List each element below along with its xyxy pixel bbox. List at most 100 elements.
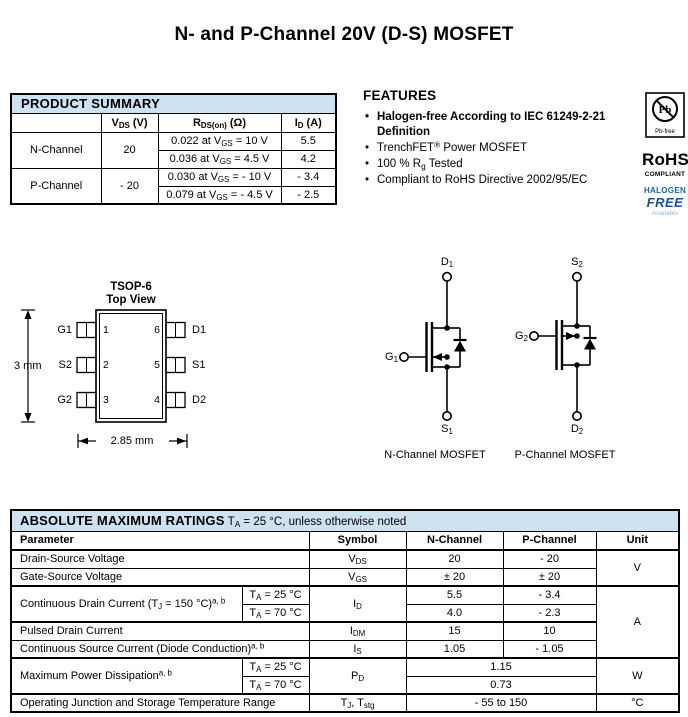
p-mosfet-symbol <box>528 271 597 422</box>
table-row: PRODUCT SUMMARY <box>10 93 337 114</box>
pd-value-70: 0.73 <box>405 675 597 695</box>
id-p-value-25: - 3.4 <box>502 585 597 605</box>
pin-label-g1: G1 <box>57 324 72 336</box>
tjstg-parameter: Operating Junction and Storage Temperatu… <box>10 693 310 713</box>
amr-band: ABSOLUTE MAXIMUM RATINGS TA = 25 °C, unl… <box>10 509 680 532</box>
vgs-p-value: ± 20 <box>502 567 597 587</box>
compliance-badges: Pb Pb-free RoHS COMPLIANT HALOGEN FREE A… <box>642 92 688 217</box>
package-diagram: TSOP-6 Top View G1 S2 G2 D1 S1 D2 1 2 3 … <box>10 278 230 453</box>
p-channel-rdson-1: 0.030 at VGS = - 10 V <box>157 167 282 187</box>
n-channel-label: N-Channel <box>10 131 102 169</box>
rohs-title: RoHS <box>642 150 688 169</box>
n-channel-schematic: D1 G1 S1 N-Channel MOSFET <box>370 252 500 467</box>
n-drain-terminal-label: D1 <box>440 256 454 269</box>
pin-label-s1: S1 <box>192 359 206 371</box>
halogen-line: HALOGEN <box>643 186 687 195</box>
p-channel-label: P-Channel <box>10 167 102 205</box>
p-channel-column-header: P-Channel <box>502 530 597 551</box>
table-row: Operating Junction and Storage Temperatu… <box>10 693 680 713</box>
vds-symbol: VDS <box>308 549 407 569</box>
halogen-free-line: FREE <box>646 195 684 210</box>
vds-n-value: 20 <box>405 549 504 569</box>
table-row: N-Channel 20 0.022 at VGS = 10 V 5.5 <box>10 131 337 169</box>
n-channel-rdson-1: 0.022 at VGS = 10 V <box>157 131 282 151</box>
package-title: TSOP-6 Top View <box>86 281 176 306</box>
pd-value-25: 1.15 <box>405 657 597 677</box>
pb-symbol: Pb <box>659 104 672 116</box>
pin-number-6: 6 <box>154 324 160 336</box>
feature-item: 100 % Rg Tested <box>363 157 631 172</box>
table-row: Continuous Drain Current (TJ = 150 °C)a,… <box>10 585 680 659</box>
n-channel-column-header: N-Channel <box>405 530 504 551</box>
n-channel-vds: 20 <box>100 131 159 169</box>
features-title: FEATURES <box>363 88 437 103</box>
id-column-header: ID (A) <box>280 112 337 133</box>
id-condition-25: TA = 25 °C <box>241 585 310 605</box>
is-symbol: IS <box>308 639 407 659</box>
pin-label-d2: D2 <box>192 394 207 406</box>
is-parameter: Continuous Source Current (Diode Conduct… <box>10 639 310 659</box>
table-row: Parameter Symbol N-Channel P-Channel Uni… <box>10 530 680 551</box>
product-summary-band: PRODUCT SUMMARY <box>10 93 337 114</box>
table-row: Maximum Power Dissipationa, b TA = 25 °C… <box>10 657 680 695</box>
n-source-terminal-label: S1 <box>441 423 453 436</box>
n-mosfet-symbol <box>398 271 467 422</box>
features-list: Halogen-free According to IEC 61249-2-21… <box>363 110 631 188</box>
tjstg-value: - 55 to 150 <box>405 693 597 713</box>
table-row: P-Channel - 20 0.030 at VGS = - 10 V - 3… <box>10 167 337 205</box>
id-condition-70: TA = 70 °C <box>241 603 310 623</box>
pin-number-5: 5 <box>154 359 160 371</box>
is-p-value: - 1.05 <box>502 639 597 659</box>
pin-number-4: 4 <box>154 394 160 406</box>
table-row: ABSOLUTE MAXIMUM RATINGS TA = 25 °C, unl… <box>10 509 680 532</box>
table-row: Gate-Source Voltage VGS ± 20 ± 20 <box>10 567 679 587</box>
amr-band-title: ABSOLUTE MAXIMUM RATINGS <box>20 513 225 529</box>
pin-label-d1: D1 <box>192 324 207 336</box>
idm-parameter: Pulsed Drain Current <box>10 621 310 641</box>
unit-column-header: Unit <box>595 530 680 551</box>
parameter-column-header: Parameter <box>10 530 310 551</box>
features-section: FEATURES Halogen-free According to IEC 6… <box>363 88 631 189</box>
vgs-n-value: ± 20 <box>405 567 504 587</box>
pd-symbol: PD <box>308 657 407 695</box>
table-row: Drain-Source Voltage VDS 20 - 20 V <box>10 549 680 587</box>
device-column-header <box>10 112 102 133</box>
table-row: Pulsed Drain Current IDM 15 10 <box>10 621 679 641</box>
n-channel-rdson-2: 0.036 at VGS = 4.5 V <box>157 149 282 169</box>
tjstg-symbol: TJ, Tstg <box>308 693 407 713</box>
p-channel-id-2: - 2.5 <box>280 185 337 205</box>
package-outline-drawing <box>21 309 188 448</box>
pin-label-s2: S2 <box>58 359 72 371</box>
product-summary-table: PRODUCT SUMMARY VDS (V) RDS(on) (Ω) ID (… <box>10 93 338 205</box>
rdson-column-header: RDS(on) (Ω) <box>157 112 282 133</box>
id-n-value-70: 4.0 <box>405 603 504 623</box>
p-schematic-caption: P-Channel MOSFET <box>514 449 616 461</box>
n-schematic-caption: N-Channel MOSFET <box>384 449 486 461</box>
p-gate-terminal-label: G2 <box>515 330 528 343</box>
idm-n-value: 15 <box>405 621 504 641</box>
pd-condition-70: TA = 70 °C <box>241 675 310 695</box>
table-row: 0.036 at VGS = 4.5 V 4.2 <box>11 149 337 169</box>
package-name: TSOP-6 <box>110 281 152 293</box>
n-channel-id-1: 5.5 <box>280 131 337 151</box>
pin-number-1: 1 <box>103 324 109 336</box>
p-drain-terminal-label: D2 <box>570 423 584 436</box>
table-row: TA = 70 °C 4.0 - 2.3 <box>11 603 679 623</box>
table-row: 0.079 at VGS = - 4.5 V - 2.5 <box>11 185 337 205</box>
pin-number-3: 3 <box>103 394 109 406</box>
table-row: Continuous Source Current (Diode Conduct… <box>10 639 679 659</box>
vds-parameter: Drain-Source Voltage <box>10 549 310 569</box>
page-title: N- and P-Channel 20V (D-S) MOSFET <box>174 24 514 45</box>
id-parameter: Continuous Drain Current (TJ = 150 °C)a,… <box>10 585 243 623</box>
id-n-value-25: 5.5 <box>405 585 504 605</box>
temperature-unit: °C <box>595 693 680 713</box>
pb-free-icon: Pb Pb-free <box>645 92 685 138</box>
halogen-available-line: Available <box>651 210 679 217</box>
feature-item: Compliant to RoHS Directive 2002/95/EC <box>363 173 631 188</box>
p-channel-vds: - 20 <box>100 167 159 205</box>
power-unit: W <box>595 657 680 695</box>
id-symbol: ID <box>308 585 407 623</box>
table-row: VDS (V) RDS(on) (Ω) ID (A) <box>10 112 337 133</box>
symbol-column-header: Symbol <box>308 530 407 551</box>
